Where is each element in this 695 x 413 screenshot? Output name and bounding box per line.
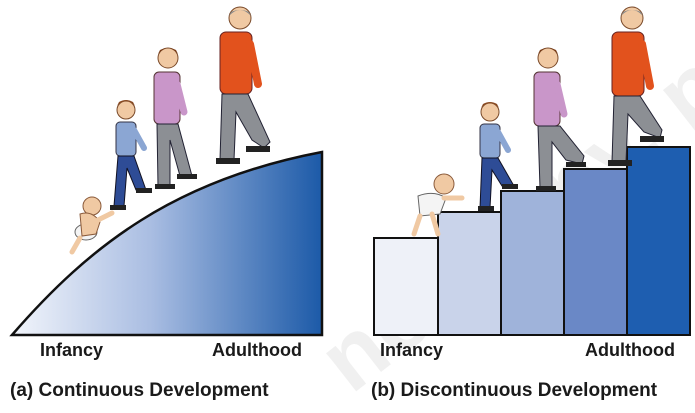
- adult-man-figure-continuous: [216, 6, 271, 164]
- discontinuous-caption: (b) Discontinuous Development: [371, 380, 658, 401]
- adult-man-figure-discontinuous: [608, 6, 664, 166]
- step-5: [626, 146, 691, 336]
- young-man-figure-continuous: [153, 47, 197, 189]
- boy-figure-continuous: [110, 100, 152, 210]
- discontinuous-end-label: Adulthood: [585, 340, 675, 360]
- continuous-end-label: Adulthood: [212, 340, 302, 360]
- step-1: [373, 237, 439, 336]
- young-man-figure-discontinuous: [533, 47, 586, 191]
- step-4: [563, 168, 628, 336]
- discontinuous-start-label: Infancy: [380, 340, 444, 360]
- boy-figure-discontinuous: [478, 102, 518, 211]
- continuous-caption: (a) Continuous Development: [10, 380, 269, 401]
- continuous-start-label: Infancy: [40, 340, 104, 360]
- step-2: [437, 211, 502, 336]
- baby-figure-continuous: [69, 196, 115, 255]
- continuous-panel: [9, 6, 324, 337]
- continuous-growth-curve: [9, 150, 324, 337]
- discontinuous-panel: [373, 6, 691, 336]
- step-3: [500, 190, 565, 336]
- baby-figure-discontinuous: [411, 173, 465, 237]
